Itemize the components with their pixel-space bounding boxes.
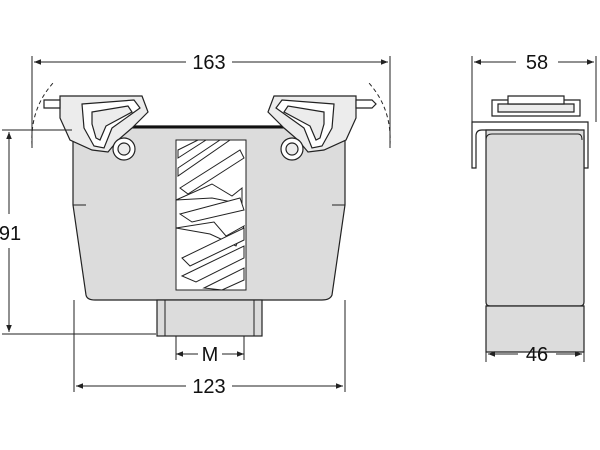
dim-thread: M [175,336,245,366]
left-lever-swing-arc [31,81,55,146]
dim-height-label: 91 [0,223,21,245]
right-lever-swing-arc [367,81,391,146]
dim-side-width: 58 [471,52,597,122]
right-locking-lever [267,95,377,161]
front-view [31,81,391,337]
dim-base-width-label: 123 [192,376,225,398]
logo-band [175,139,247,291]
dim-side-width-label: 58 [526,52,548,74]
cable-entry-boss [156,299,263,337]
left-locking-lever [43,95,149,161]
side-view [471,95,589,353]
dim-height: 91 [0,129,156,335]
dim-overall-width: 163 [31,52,391,148]
dim-base-width: 123 [73,300,346,398]
side-housing-body [485,129,585,307]
dim-side-base-width-label: 46 [526,344,548,366]
dim-side-base-width: 46 [485,344,585,366]
dim-thread-label: M [202,344,219,366]
dim-overall-width-label: 163 [192,52,225,74]
